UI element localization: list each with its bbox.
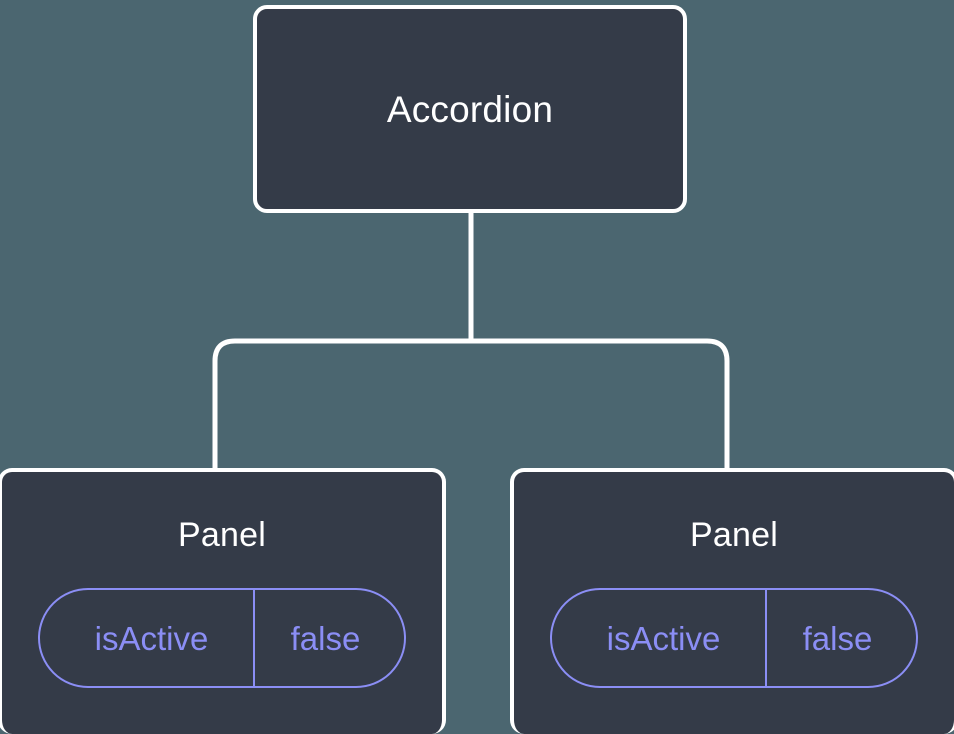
node-accordion[interactable]: Accordion <box>253 5 687 213</box>
prop-value-is-active-right: false <box>765 590 916 686</box>
edge-root-to-left-panel <box>212 338 471 472</box>
node-title-panel-left: Panel <box>178 516 266 554</box>
node-title-accordion: Accordion <box>386 88 554 130</box>
edge-root-to-right-panel <box>471 338 730 472</box>
prop-key-is-active-left: isActive <box>94 619 209 657</box>
node-panel-right[interactable]: Panel isActive false <box>510 468 954 734</box>
prop-key-is-active-right: isActive <box>606 619 721 657</box>
prop-pill-is-active-right[interactable]: isActive false <box>550 588 918 688</box>
node-title-panel-right: Panel <box>690 516 778 554</box>
node-panel-left[interactable]: Panel isActive false <box>0 468 446 734</box>
prop-value-is-active-left: false <box>253 590 404 686</box>
prop-pill-is-active-left[interactable]: isActive false <box>38 588 406 688</box>
